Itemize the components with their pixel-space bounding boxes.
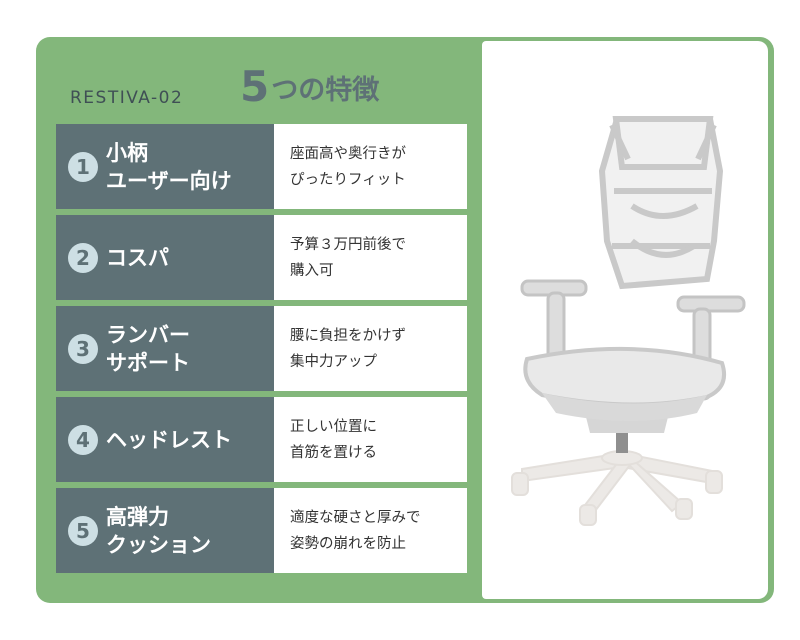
- feature-desc-line: 腰に負担をかけず: [290, 327, 406, 344]
- feature-description: 予算３万円前後で 購入可: [290, 232, 406, 284]
- feature-desc-line: 姿勢の崩れを防止: [290, 535, 406, 552]
- feature-number-badge: 2: [68, 242, 98, 273]
- feature-label: 小柄 ユーザー向け: [106, 139, 232, 195]
- feature-desc-cell: 予算３万円前後で 購入可: [274, 215, 467, 300]
- feature-count: 5: [240, 62, 270, 111]
- feature-label-line: サポート: [106, 350, 190, 375]
- page-title: 5つの特徴: [240, 62, 379, 111]
- feature-label-line: コスパ: [106, 245, 169, 270]
- seat-cushion: [523, 346, 727, 407]
- feature-desc-cell: 適度な硬さと厚みで 姿勢の崩れを防止: [274, 488, 467, 573]
- feature-desc-line: 正しい位置に: [290, 418, 377, 435]
- feature-desc-cell: 座面高や奥行きが ぴったりフィット: [274, 124, 467, 209]
- feature-desc-cell: 正しい位置に 首筋を置ける: [274, 397, 467, 482]
- feature-label-line: ヘッドレスト: [106, 427, 232, 452]
- title-suffix: つの特徴: [271, 75, 380, 106]
- feature-label: ヘッドレスト: [106, 426, 232, 454]
- feature-label-line: 高弾力: [106, 504, 169, 529]
- feature-row: 1 小柄 ユーザー向け 座面高や奥行きが ぴったりフィット: [56, 124, 467, 209]
- feature-desc-line: 集中力アップ: [290, 353, 377, 370]
- feature-label-cell: 5 高弾力 クッション: [56, 488, 274, 573]
- feature-number-badge: 3: [68, 333, 98, 364]
- feature-desc-line: 首筋を置ける: [290, 444, 377, 461]
- feature-label-line: クッション: [106, 532, 211, 557]
- feature-label-line: 小柄: [106, 140, 148, 165]
- feature-description: 適度な硬さと厚みで 姿勢の崩れを防止: [290, 505, 421, 557]
- feature-row: 5 高弾力 クッション 適度な硬さと厚みで 姿勢の崩れを防止: [56, 488, 467, 573]
- feature-description: 正しい位置に 首筋を置ける: [290, 414, 377, 466]
- chair-image-panel: [482, 41, 768, 599]
- feature-label: 高弾力 クッション: [106, 503, 211, 559]
- feature-row: 4 ヘッドレスト 正しい位置に 首筋を置ける: [56, 397, 467, 482]
- feature-row: 3 ランバー サポート 腰に負担をかけず 集中力アップ: [56, 306, 467, 391]
- feature-description: 腰に負担をかけず 集中力アップ: [290, 323, 406, 375]
- feature-desc-line: 予算３万円前後で: [290, 236, 406, 253]
- feature-label-line: ユーザー向け: [106, 168, 232, 193]
- feature-number-badge: 1: [68, 151, 98, 182]
- feature-row: 2 コスパ 予算３万円前後で 購入可: [56, 215, 467, 300]
- feature-desc-line: 座面高や奥行きが: [290, 145, 406, 162]
- feature-desc-line: ぴったりフィット: [290, 171, 406, 188]
- model-name: RESTIVA-02: [70, 88, 184, 108]
- office-chair-image: [511, 116, 746, 526]
- chair-base: [511, 450, 723, 526]
- feature-label-cell: 3 ランバー サポート: [56, 306, 274, 391]
- feature-label: ランバー サポート: [106, 321, 190, 377]
- feature-label-cell: 2 コスパ: [56, 215, 274, 300]
- feature-number-badge: 5: [68, 515, 98, 546]
- feature-desc-line: 適度な硬さと厚みで: [290, 509, 421, 526]
- headrest: [609, 116, 717, 170]
- feature-label-cell: 1 小柄 ユーザー向け: [56, 124, 274, 209]
- feature-label-line: ランバー: [106, 322, 190, 347]
- feature-description: 座面高や奥行きが ぴったりフィット: [290, 141, 406, 193]
- gas-cylinder: [616, 429, 628, 453]
- feature-desc-line: 購入可: [290, 262, 334, 279]
- feature-label-cell: 4 ヘッドレスト: [56, 397, 274, 482]
- feature-number-badge: 4: [68, 424, 98, 455]
- feature-desc-cell: 腰に負担をかけず 集中力アップ: [274, 306, 467, 391]
- feature-label: コスパ: [106, 244, 169, 272]
